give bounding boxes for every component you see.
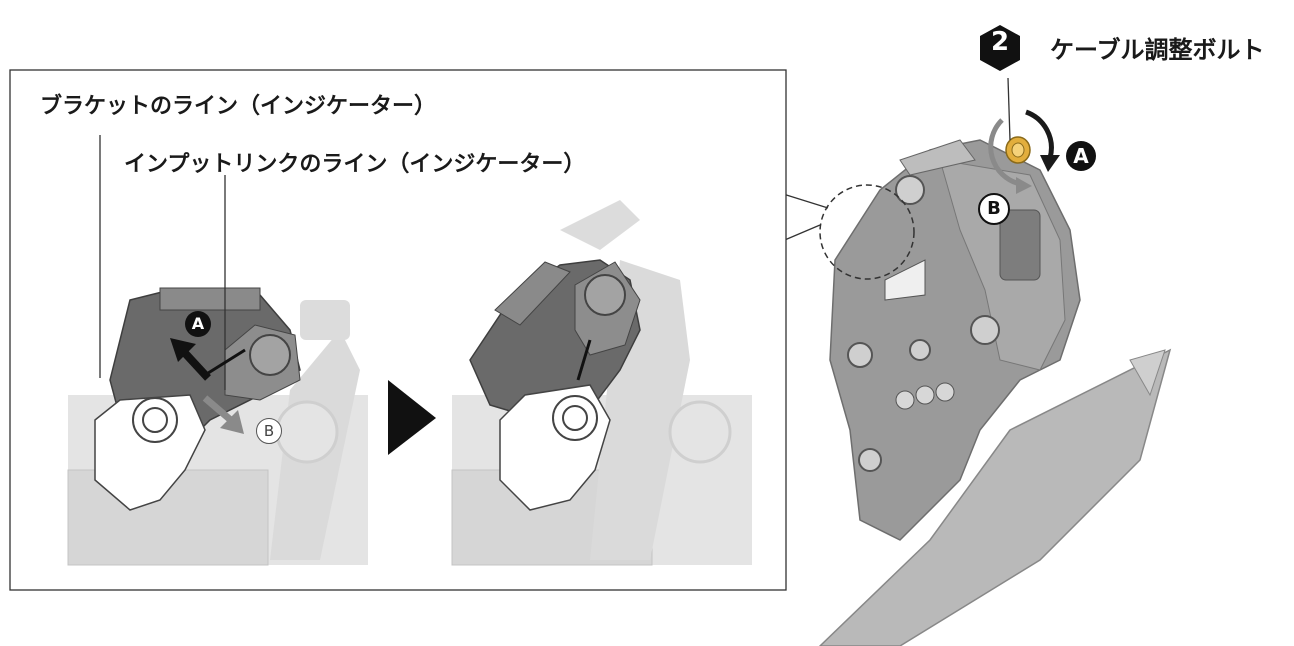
input-link-indicator-line bbox=[204, 348, 246, 377]
step-number: 2 bbox=[990, 27, 1010, 57]
rotate-a-arrowhead bbox=[1040, 155, 1060, 172]
detail-before bbox=[67, 135, 368, 566]
marker-a-move: A bbox=[185, 311, 211, 337]
bracket-line-label: ブラケットのライン（インジケーター） bbox=[40, 94, 437, 119]
rotate-b-arrowhead bbox=[1016, 177, 1032, 194]
marker-a-rotation: A bbox=[1066, 141, 1096, 171]
detail-circle bbox=[819, 184, 915, 280]
aligned-indicator-line bbox=[576, 339, 592, 381]
marker-b-move: B bbox=[256, 418, 282, 444]
rotate-a-arrow bbox=[1025, 109, 1054, 159]
detail-after bbox=[451, 200, 752, 566]
input-link-line-label: インプットリンクのライン（インジケーター） bbox=[124, 152, 586, 177]
front-derailleur-illustration bbox=[779, 77, 1172, 646]
move-a-arrow bbox=[181, 349, 211, 381]
next-step-triangle bbox=[388, 380, 436, 455]
callout-line-upper bbox=[779, 192, 829, 209]
marker-b-rotation: B bbox=[978, 193, 1010, 225]
step-badge-icon bbox=[980, 25, 1020, 71]
cable-adjust-bolt bbox=[1005, 136, 1031, 164]
step-title: ケーブル調整ボルト bbox=[1050, 36, 1265, 64]
callout-line-lower bbox=[779, 224, 821, 243]
move-b-arrow bbox=[202, 395, 236, 425]
bolt-callout-line bbox=[1007, 77, 1011, 141]
rotate-b-arrow bbox=[988, 118, 1021, 187]
